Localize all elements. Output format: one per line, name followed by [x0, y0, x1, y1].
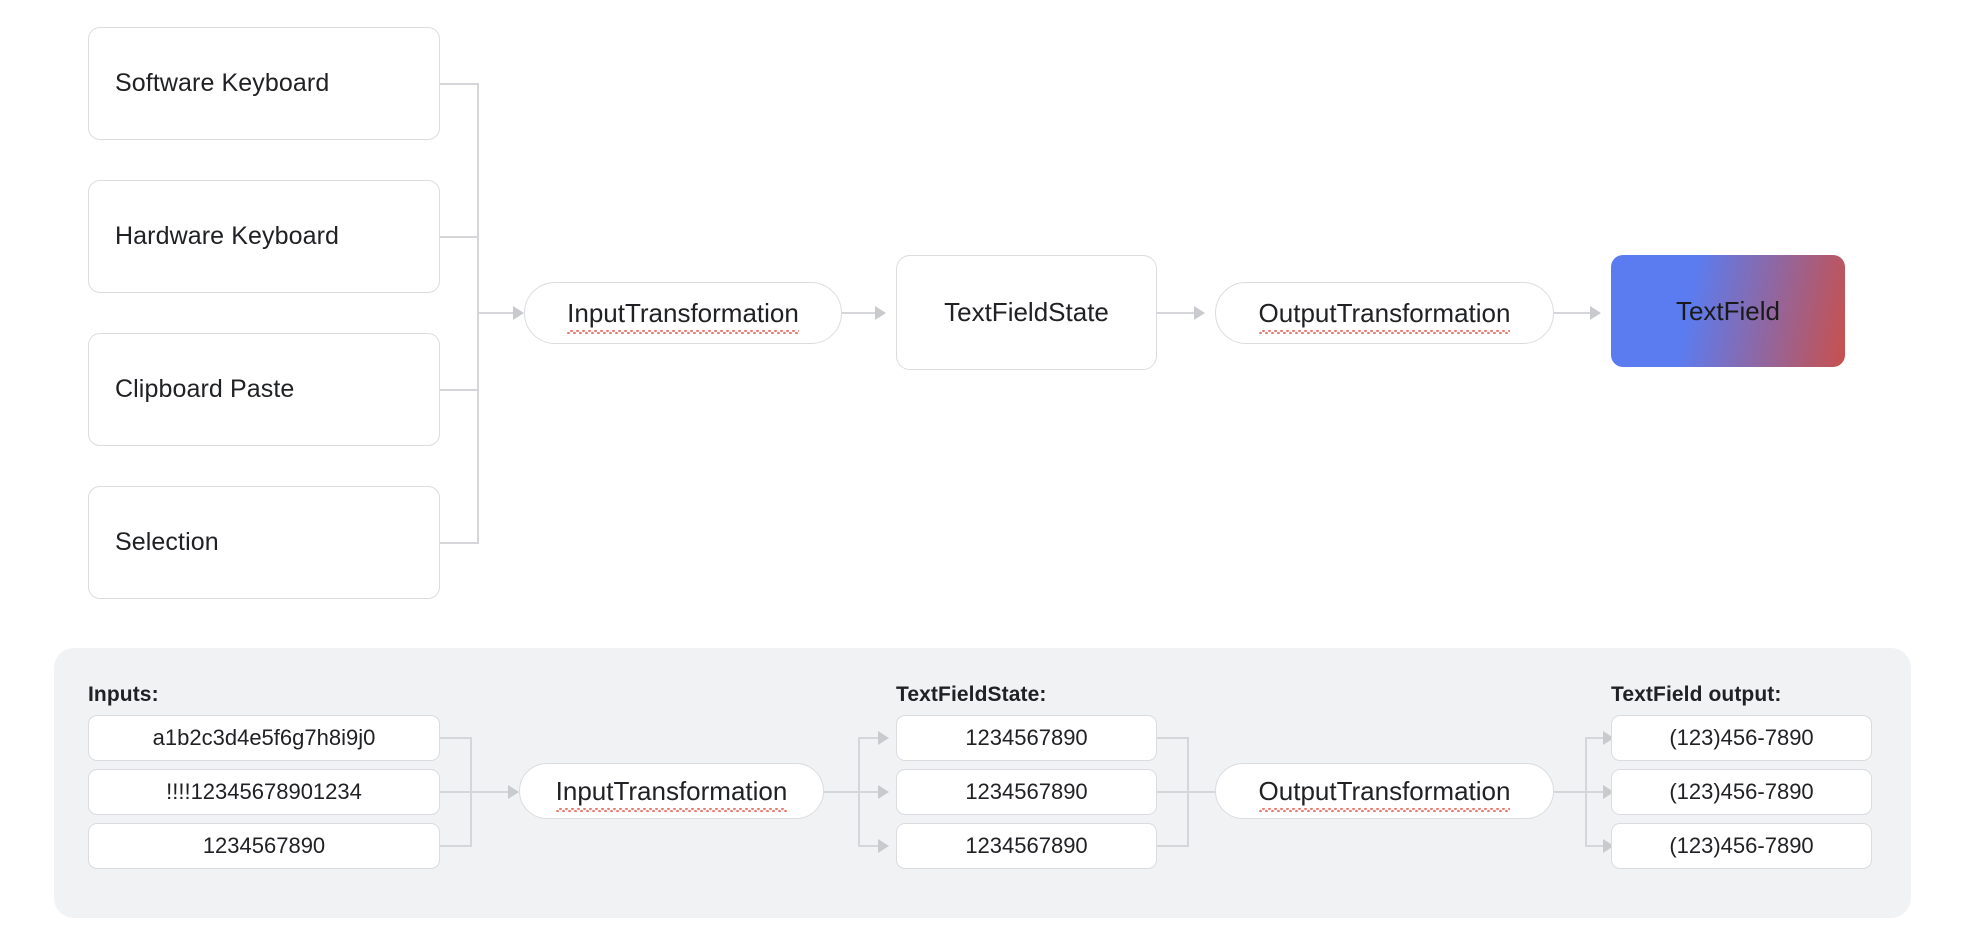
connector-output-transformation-to-outputs [1554, 791, 1587, 793]
output-chip-value: (123)456-7890 [1669, 779, 1814, 804]
column-heading-inputs: Inputs: [88, 683, 159, 706]
connector-stub-state-out-2 [1157, 791, 1189, 793]
arrow-head-icon [878, 785, 889, 799]
connector-stub-input-3 [440, 845, 472, 847]
connector-states-to-output-transformation [1187, 791, 1232, 793]
source-box-label: Hardware Keyboard [115, 222, 340, 250]
source-box-label: Clipboard Paste [115, 375, 295, 403]
connector-stub-output-3 [1585, 845, 1611, 847]
source-box-software-keyboard[interactable]: Software Keyboard [88, 27, 440, 140]
arrow-head-icon [508, 785, 519, 799]
node-textfield-state[interactable]: TextFieldState [896, 255, 1157, 370]
arrow-head-icon [1603, 839, 1614, 853]
source-box-label: Selection [115, 528, 219, 556]
connector-input-transformation-to-states [824, 791, 860, 793]
node-label: TextFieldState [944, 297, 1109, 327]
column-heading-textfieldstate: TextFieldState: [896, 683, 1047, 706]
connector-stub-state-out-1 [1157, 737, 1189, 739]
connector-stub-input-1 [440, 737, 472, 739]
input-chip-value: a1b2c3d4e5f6g7h8i9j0 [152, 725, 376, 750]
source-box-hardware-keyboard[interactable]: Hardware Keyboard [88, 180, 440, 293]
source-box-label: Software Keyboard [115, 69, 330, 97]
connector-stub-hardware-keyboard [440, 236, 479, 238]
arrow-head-icon [513, 306, 524, 320]
input-chip[interactable]: a1b2c3d4e5f6g7h8i9j0 [88, 715, 440, 761]
connector-stub-input-2 [440, 791, 472, 793]
connector-stub-state-2 [858, 791, 886, 793]
connector-output-transformation-to-textfield [1554, 312, 1598, 314]
input-chip[interactable]: !!!!12345678901234 [88, 769, 440, 815]
connector-stub-output-1 [1585, 737, 1611, 739]
input-chip-value: !!!!12345678901234 [166, 779, 362, 804]
state-chip[interactable]: 1234567890 [896, 715, 1157, 761]
state-chip[interactable]: 1234567890 [896, 823, 1157, 869]
column-heading-textfield-output: TextField output: [1611, 683, 1782, 706]
node-label: InputTransformation [567, 297, 799, 334]
state-chip-value: 1234567890 [965, 833, 1088, 858]
node-label: TextField [1675, 295, 1781, 326]
node-label: InputTransformation [555, 775, 788, 812]
state-chip-value: 1234567890 [965, 779, 1088, 804]
node-input-transformation[interactable]: InputTransformation [524, 282, 842, 344]
arrow-head-icon [878, 839, 889, 853]
state-chip[interactable]: 1234567890 [896, 769, 1157, 815]
connector-sources-to-input-transformation [477, 312, 521, 314]
connector-stub-selection [440, 542, 479, 544]
connector-inputs-to-input-transformation [470, 791, 515, 793]
arrow-head-icon [875, 306, 886, 320]
arrow-head-icon [878, 731, 889, 745]
connector-stub-clipboard-paste [440, 389, 479, 391]
input-chip-value: 1234567890 [202, 833, 326, 858]
output-chip-value: (123)456-7890 [1669, 725, 1814, 750]
arrow-head-icon [1194, 306, 1205, 320]
connector-stub-state-out-3 [1157, 845, 1189, 847]
example-node-output-transformation[interactable]: OutputTransformation [1215, 763, 1554, 819]
arrow-head-icon [1603, 785, 1614, 799]
connector-input-transformation-to-state [842, 312, 884, 314]
node-textfield[interactable]: TextField [1611, 255, 1845, 367]
output-chip[interactable]: (123)456-7890 [1611, 769, 1872, 815]
source-box-clipboard-paste[interactable]: Clipboard Paste [88, 333, 440, 446]
connector-stub-state-1 [858, 737, 886, 739]
output-chip-value: (123)456-7890 [1669, 833, 1814, 858]
node-label: OutputTransformation [1258, 297, 1511, 334]
output-chip[interactable]: (123)456-7890 [1611, 715, 1872, 761]
arrow-head-icon [1603, 731, 1614, 745]
connector-stub-software-keyboard [440, 83, 479, 85]
output-chip[interactable]: (123)456-7890 [1611, 823, 1872, 869]
example-node-input-transformation[interactable]: InputTransformation [519, 763, 824, 819]
connector-stub-output-2 [1585, 791, 1611, 793]
node-label: OutputTransformation [1258, 775, 1511, 812]
connector-stub-state-3 [858, 845, 886, 847]
state-chip-value: 1234567890 [965, 725, 1088, 750]
connector-state-to-output-transformation [1157, 312, 1203, 314]
node-output-transformation[interactable]: OutputTransformation [1215, 282, 1554, 344]
source-box-selection[interactable]: Selection [88, 486, 440, 599]
arrow-head-icon [1590, 306, 1601, 320]
input-chip[interactable]: 1234567890 [88, 823, 440, 869]
